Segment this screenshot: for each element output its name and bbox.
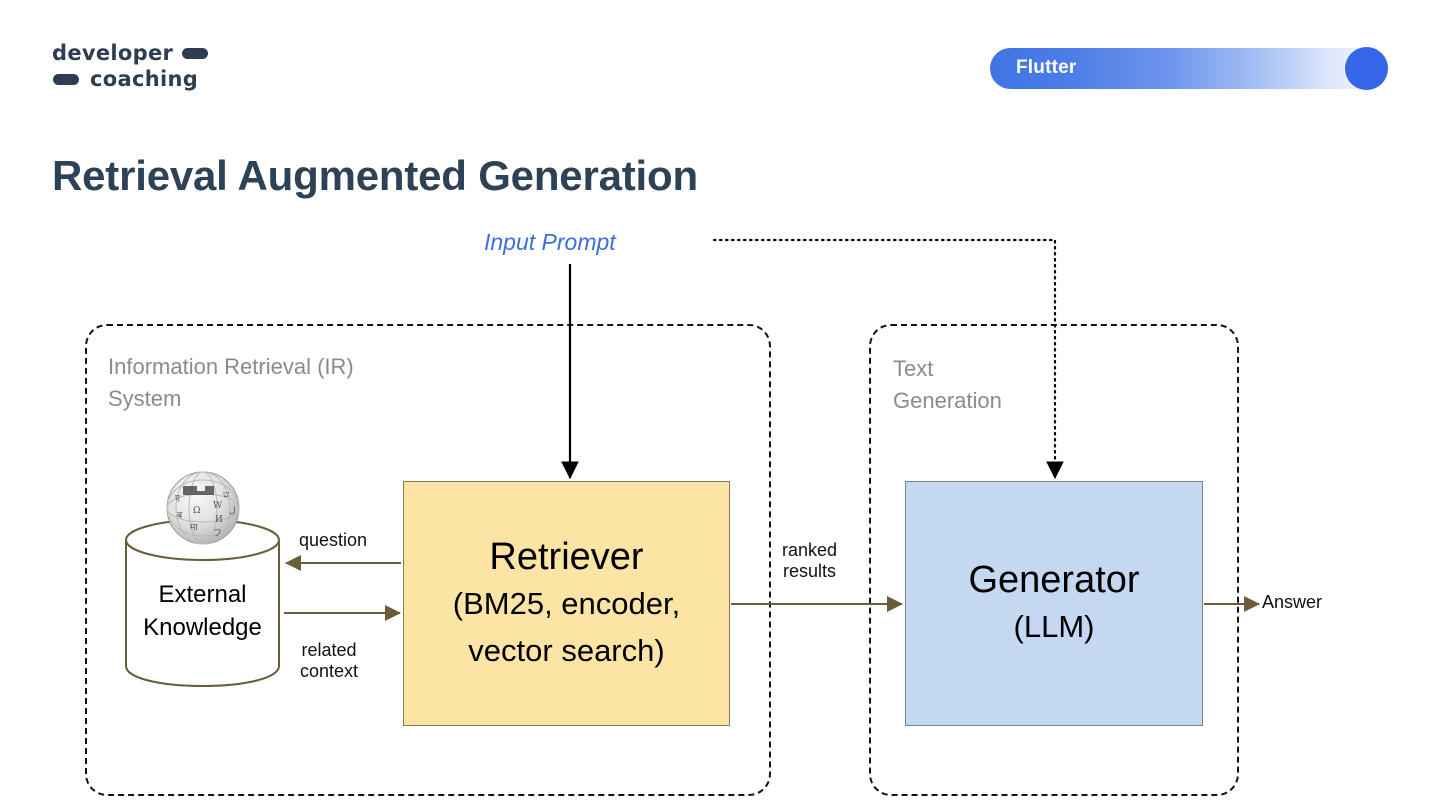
node-generator: Generator (LLM) — [905, 481, 1203, 726]
svg-text:Ω: Ω — [193, 506, 200, 516]
logo-dash-icon — [182, 47, 209, 59]
group-label-text-generation: Text Generation — [893, 356, 1002, 413]
flutter-badge: Flutter — [990, 48, 1390, 89]
edge-label-answer: Answer — [1262, 592, 1323, 612]
edge-label-related-context: related context — [300, 640, 359, 681]
node-retriever: Retriever (BM25, encoder, vector search) — [403, 481, 730, 726]
node-label-external-knowledge: External Knowledge — [143, 581, 262, 641]
edge-label-ranked-results: ranked results — [782, 540, 838, 581]
svg-text:И: И — [215, 515, 223, 525]
svg-text:W: W — [213, 501, 223, 511]
logo-text-coaching: coaching — [90, 67, 199, 91]
svg-text:フ: フ — [213, 529, 222, 539]
wikipedia-globe-icon: ש ए Ω W ل И मा フ ब — [166, 471, 240, 545]
svg-text:ل: ل — [229, 506, 236, 516]
logo-text-developer: developer — [52, 41, 174, 65]
group-information-retrieval-system — [85, 324, 771, 796]
flutter-badge-label: Flutter — [1016, 57, 1077, 78]
node-title-retriever: Retriever — [489, 535, 644, 578]
svg-text:ש: ש — [223, 490, 230, 500]
node-title-generator: Generator — [968, 559, 1140, 601]
node-subtitle-retriever: (BM25, encoder, vector search) — [452, 585, 681, 668]
svg-text:ए: ए — [175, 494, 181, 504]
input-prompt-label: Input Prompt — [484, 229, 616, 255]
node-subtitle-generator: (LLM) — [1013, 609, 1095, 644]
flutter-badge-dot-icon — [1345, 47, 1388, 90]
edge-label-question: question — [299, 530, 368, 550]
svg-text:मा: मा — [190, 523, 198, 533]
group-label-information-retrieval-system: Information Retrieval (IR) System — [108, 354, 354, 411]
page-title: Retrieval Augmented Generation — [52, 152, 698, 199]
svg-text:ब: ब — [177, 511, 183, 521]
brand-logo: developer coaching — [52, 40, 252, 96]
logo-dash-icon — [53, 73, 79, 85]
